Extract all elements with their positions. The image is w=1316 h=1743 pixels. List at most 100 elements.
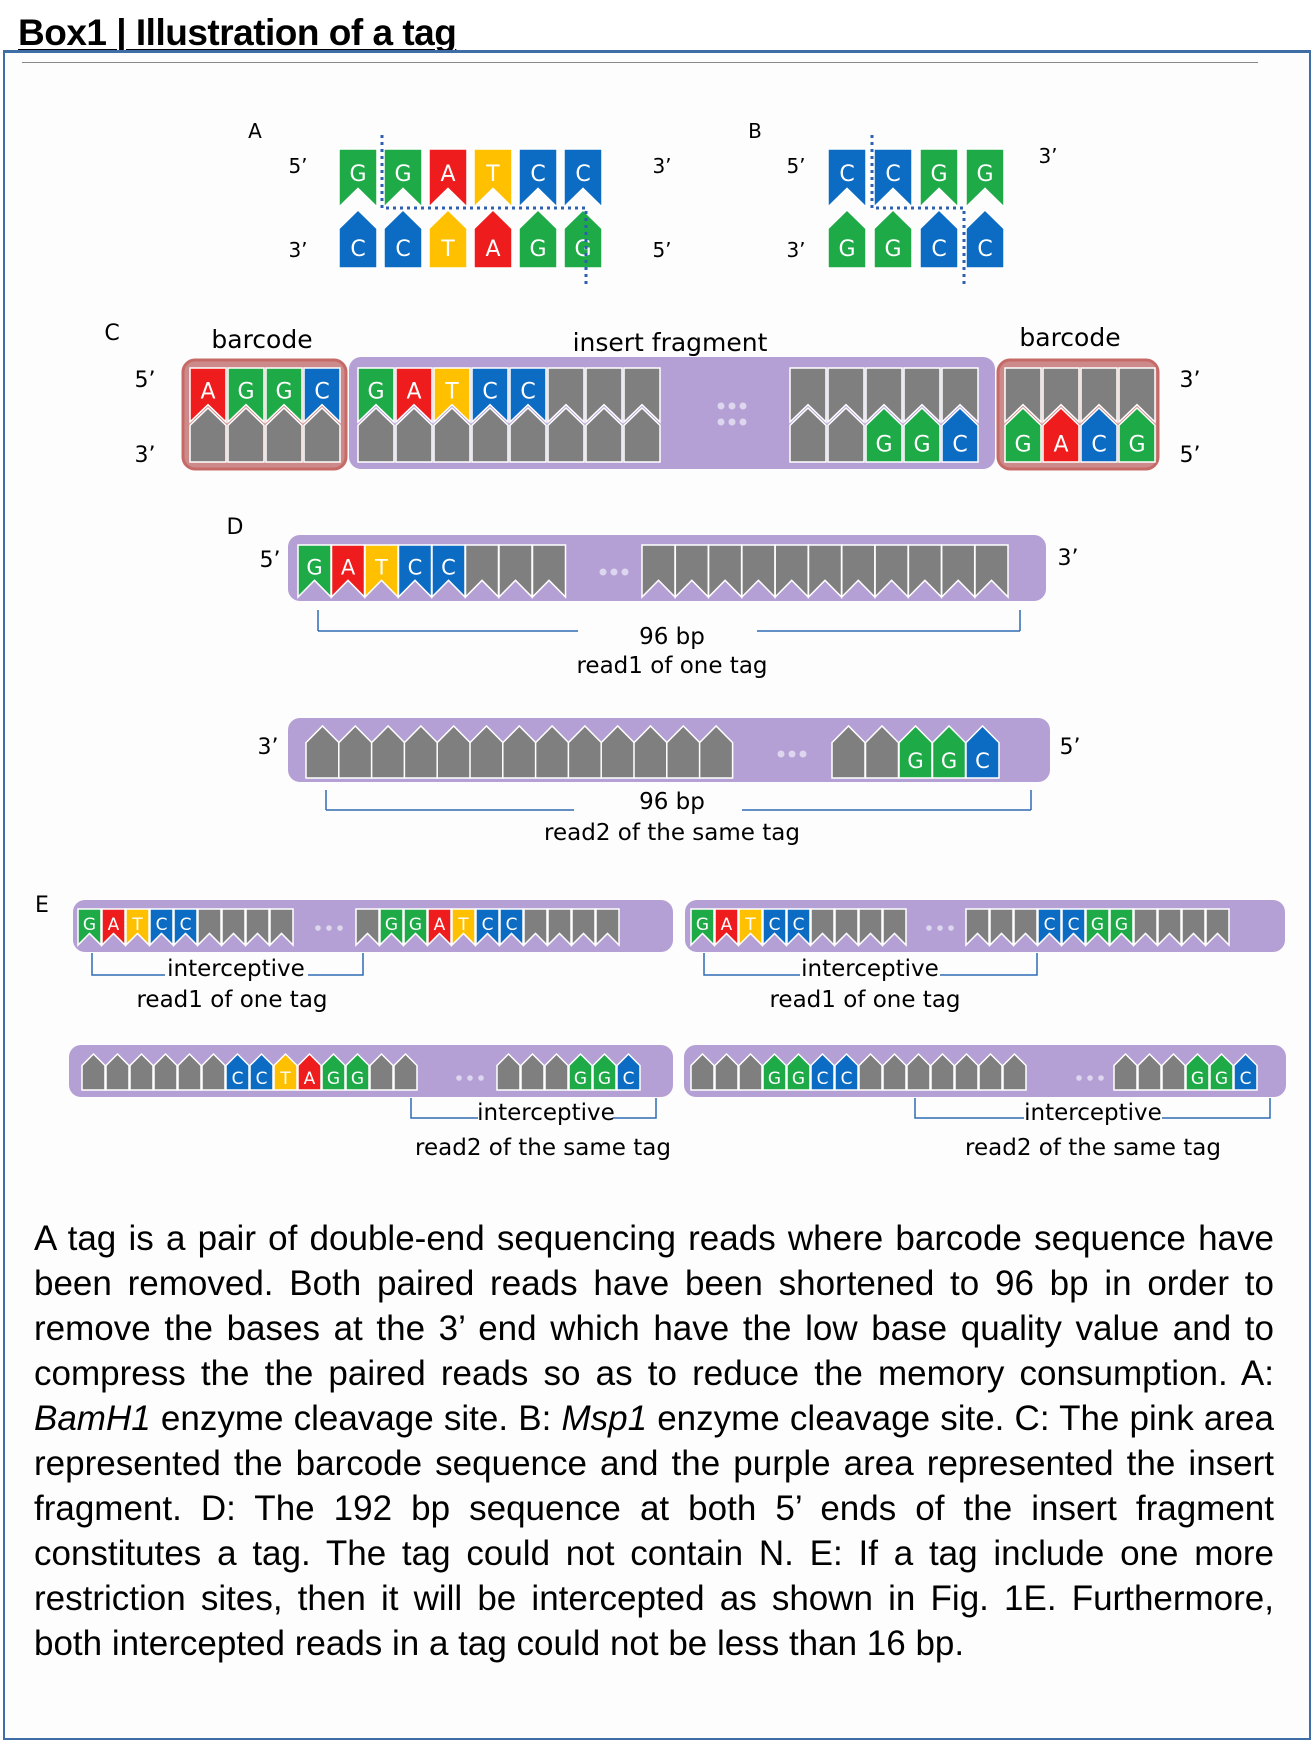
panel-c-bottom-3-end: 3’ bbox=[135, 443, 156, 468]
panel-d-read1-base bbox=[940, 544, 976, 599]
panel-a-bottom-base: G bbox=[563, 208, 603, 269]
base-letter: A bbox=[434, 915, 446, 935]
panel-e-base: A bbox=[714, 908, 739, 947]
panel-c-barcode-base: A bbox=[189, 367, 227, 424]
panel-e-base: G bbox=[690, 908, 715, 947]
panel-e-base: C bbox=[173, 908, 198, 947]
panel-c-barcode-base bbox=[265, 406, 303, 463]
base-letter: C bbox=[395, 237, 410, 262]
base-letter: A bbox=[200, 379, 215, 404]
panel-c-ellipsis bbox=[739, 402, 747, 410]
base-letter: T bbox=[457, 915, 469, 935]
panel-e-base bbox=[355, 908, 380, 947]
panel-e-base bbox=[738, 1052, 763, 1091]
panel-c-insert-top-base bbox=[941, 367, 979, 424]
panel-c-insert-bottom-base bbox=[357, 406, 395, 463]
panel-c-barcode-base bbox=[1118, 367, 1156, 424]
panel-a-bottom-base: C bbox=[338, 208, 378, 269]
panel-a-top-base: G bbox=[383, 148, 423, 209]
base-letter: G bbox=[574, 1069, 587, 1089]
base-letter: A bbox=[485, 237, 500, 262]
panel-d-read1-base bbox=[774, 544, 809, 599]
panel-e-base bbox=[269, 908, 294, 947]
panel-e-ellipsis bbox=[948, 925, 954, 931]
base-letter: T bbox=[374, 555, 388, 579]
panel-e-base: C bbox=[499, 908, 524, 947]
base-letter: G bbox=[1091, 915, 1104, 935]
panel-c-barcode-base bbox=[189, 406, 227, 463]
base-letter: G bbox=[1191, 1069, 1204, 1089]
panel-d-read1-base: G bbox=[297, 544, 332, 599]
panel-e-base: T bbox=[738, 908, 763, 947]
panel-e-base: A bbox=[427, 908, 452, 947]
panel-c-barcode-base: C bbox=[1080, 406, 1118, 463]
panel-d-read1-base bbox=[741, 544, 776, 599]
base-letter: A bbox=[406, 379, 421, 404]
panel-b-top-base: C bbox=[873, 148, 913, 209]
panel-c-insert-bottom-base bbox=[789, 406, 827, 463]
panel-e-base: A bbox=[101, 908, 126, 947]
base-letter: G bbox=[529, 237, 546, 262]
panel-e-base: G bbox=[592, 1052, 617, 1091]
base-letter: C bbox=[1240, 1069, 1252, 1089]
panel-e-base bbox=[153, 1052, 178, 1091]
panel-e-right-read1-caption: read1 of one tag bbox=[769, 987, 960, 1013]
panel-d-read1-base bbox=[907, 544, 943, 599]
panel-e-left-read2-bracket bbox=[410, 1098, 478, 1119]
panel-e-right-read2-bracket bbox=[1162, 1098, 1271, 1119]
panel-e-base bbox=[1181, 908, 1206, 947]
panel-e-right-read1-bracket bbox=[940, 953, 1038, 976]
panel-e-base bbox=[1161, 1052, 1186, 1091]
panel-e-base bbox=[547, 908, 572, 947]
panel-e-base bbox=[369, 1052, 394, 1091]
panel-d-read1-base bbox=[674, 544, 710, 599]
panel-d-read1-ellipsis bbox=[599, 568, 607, 576]
base-letter: C bbox=[839, 162, 854, 187]
panel-c-insert-bottom-base bbox=[395, 406, 433, 463]
panel-c-insert-bottom-base bbox=[471, 406, 509, 463]
panel-a-top-base: A bbox=[428, 148, 468, 209]
panel-d-read2-base: C bbox=[965, 724, 1000, 779]
panel-a-top-3-end: 3’ bbox=[652, 154, 671, 178]
panel-e-base bbox=[393, 1052, 418, 1091]
base-letter: G bbox=[1128, 433, 1145, 458]
panel-e-right-read1-interceptive: interceptive bbox=[801, 956, 939, 982]
panel-e-base: G bbox=[1185, 1052, 1210, 1091]
panel-e-base: C bbox=[834, 1052, 859, 1091]
panel-e-base: T bbox=[125, 908, 150, 947]
base-letter: G bbox=[394, 162, 411, 187]
panel-a-label: A bbox=[248, 119, 262, 143]
base-letter: A bbox=[304, 1069, 316, 1089]
panel-d-read2-base: G bbox=[898, 724, 933, 779]
base-letter: A bbox=[721, 915, 733, 935]
panel-c-insert-top-base: T bbox=[433, 367, 471, 424]
panel-e-base bbox=[245, 908, 270, 947]
panel-e-ellipsis bbox=[467, 1075, 473, 1081]
panel-c-insert-top-base: A bbox=[395, 367, 433, 424]
panel-e-base bbox=[1133, 908, 1158, 947]
base-letter: C bbox=[975, 749, 990, 773]
panel-c-barcode-base: A bbox=[1042, 406, 1080, 463]
panel-e-base bbox=[882, 908, 907, 947]
base-letter: T bbox=[444, 379, 459, 404]
base-letter: G bbox=[349, 162, 366, 187]
panel-e-base bbox=[1205, 908, 1230, 947]
panel-e-base bbox=[81, 1052, 106, 1091]
panel-e-ellipsis bbox=[1098, 1075, 1104, 1081]
panel-e-ellipsis bbox=[337, 925, 343, 931]
base-letter: C bbox=[482, 915, 494, 935]
base-letter: A bbox=[1053, 433, 1068, 458]
panel-e-base: C bbox=[249, 1052, 274, 1091]
panel-e-base bbox=[520, 1052, 545, 1091]
panel-e-base bbox=[858, 1052, 883, 1091]
panel-e-base: C bbox=[149, 908, 174, 947]
panel-e-ellipsis bbox=[315, 925, 321, 931]
panel-e-base: C bbox=[1061, 908, 1086, 947]
base-letter: G bbox=[351, 1069, 364, 1089]
panel-b-bottom-base: G bbox=[827, 208, 867, 269]
base-letter: G bbox=[275, 379, 292, 404]
panel-e-right-read2-bracket bbox=[914, 1098, 1024, 1119]
caption-part-1: A tag is a pair of double-end sequencing… bbox=[34, 1219, 1274, 1393]
panel-e-base bbox=[834, 908, 859, 947]
panel-d-read2-5-end: 5’ bbox=[1060, 735, 1081, 760]
